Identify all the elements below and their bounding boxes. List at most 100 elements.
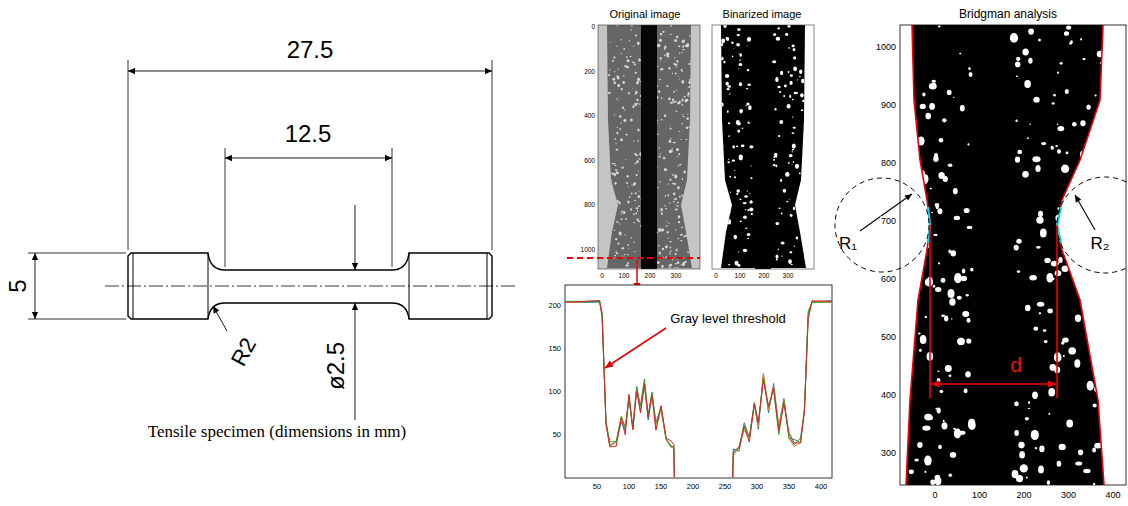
tick-label: 100 [622, 483, 637, 491]
speckle-dot [601, 101, 603, 103]
speckle-dot [810, 43, 813, 46]
pore-dot [949, 473, 953, 477]
speckle-dot [688, 225, 691, 229]
speckle-dot [733, 47, 734, 49]
pore-dot [903, 31, 911, 41]
speckle-dot [680, 240, 682, 242]
speckle-dot [615, 169, 618, 171]
speckle-dot [677, 102, 679, 105]
speckle-dot [691, 138, 694, 141]
speckle-dot [718, 176, 721, 178]
speckle-dot [634, 251, 636, 252]
pore-dot [901, 397, 909, 407]
pore-dot [933, 83, 936, 85]
speckle-dot [661, 213, 663, 215]
speckle-dot [633, 213, 635, 215]
speckle-dot [622, 255, 623, 256]
speckle-dot [688, 183, 689, 184]
pore-dot [935, 203, 940, 207]
speckle-dot [739, 155, 743, 161]
dimension-line [355, 303, 356, 420]
pore-dot [948, 289, 955, 298]
speckle-dot [672, 73, 673, 74]
speckle-dot [660, 60, 661, 61]
pore-dot [1087, 381, 1094, 391]
leader-line [213, 306, 227, 331]
tick-label: 250 [718, 483, 733, 491]
speckle-dot [615, 208, 617, 210]
speckle-dot [681, 69, 683, 71]
tick-label: 400 [1104, 491, 1121, 500]
pore-dot [931, 80, 936, 83]
speckle-dot [602, 188, 603, 189]
gray-profile [565, 301, 674, 477]
speckle-dot [776, 258, 778, 260]
speckle-dot [634, 103, 637, 106]
pore-dot [1055, 145, 1058, 147]
speckle-dot [664, 55, 665, 57]
speckle-dot [676, 148, 679, 151]
speckle-dot [797, 214, 799, 216]
speckle-dot [773, 33, 776, 36]
speckle-dot [613, 163, 615, 164]
pore-dot [1089, 342, 1095, 347]
speckle-dot [660, 68, 663, 71]
pore-dot [920, 335, 927, 344]
speckle-dot [793, 161, 794, 163]
speckle-dot [619, 223, 620, 224]
speckle-dot [717, 217, 721, 222]
speckle-dot [784, 85, 787, 88]
pore-dot [1012, 470, 1019, 478]
diameter-line [1056, 225, 1058, 398]
pore-dot [1048, 413, 1050, 415]
pore-dot [933, 234, 937, 236]
speckle-dot [689, 171, 691, 173]
speckle-dot [781, 256, 782, 257]
speckle-dot [682, 40, 685, 43]
speckle-dot [615, 251, 617, 253]
pore-dot [966, 294, 969, 296]
speckle-dot [727, 200, 730, 203]
pore-dot [960, 105, 965, 112]
speckle-dot [682, 71, 683, 72]
tick-label: 800 [583, 202, 596, 209]
chamfer-line [487, 253, 488, 319]
pore-dot [1059, 444, 1066, 450]
pore-dot [959, 53, 961, 55]
speckle-dot [660, 57, 663, 59]
speckle-dot [681, 227, 683, 229]
pore-dot [1064, 31, 1069, 36]
speckle-dot [790, 81, 793, 85]
speckle-dot [661, 228, 664, 231]
speckle-dot [692, 92, 694, 94]
pore-dot [953, 188, 958, 194]
speckle-dot [792, 151, 793, 153]
speckle-dot [627, 254, 629, 255]
pore-dot [1080, 38, 1082, 40]
original-image [598, 25, 700, 271]
pore-dot [1019, 451, 1025, 459]
pore-dot [918, 333, 921, 335]
pore-dot [1057, 149, 1061, 154]
tick-label: 100 [734, 273, 747, 280]
speckle-dot [634, 64, 636, 66]
speckle-dot [630, 119, 633, 122]
speckle-dot [749, 145, 753, 148]
speckle-dot [683, 171, 685, 174]
speckle-dot [669, 267, 672, 270]
speckle-dot [662, 248, 664, 251]
speckle-dot [669, 264, 672, 266]
tick-label: 0 [599, 273, 605, 280]
pore-dot [1082, 58, 1085, 60]
speckle-dot [635, 154, 638, 156]
tick-label: 400 [814, 483, 829, 491]
speckle-dot [677, 267, 679, 270]
speckle-dot [780, 179, 782, 182]
speckle-dot [604, 58, 605, 60]
pore-dot [962, 311, 969, 317]
speckle-dot [633, 242, 635, 243]
pore-dot [1029, 124, 1031, 125]
speckle-dot [736, 189, 740, 193]
pore-dot [1040, 229, 1047, 238]
pore-dot [1033, 327, 1038, 331]
